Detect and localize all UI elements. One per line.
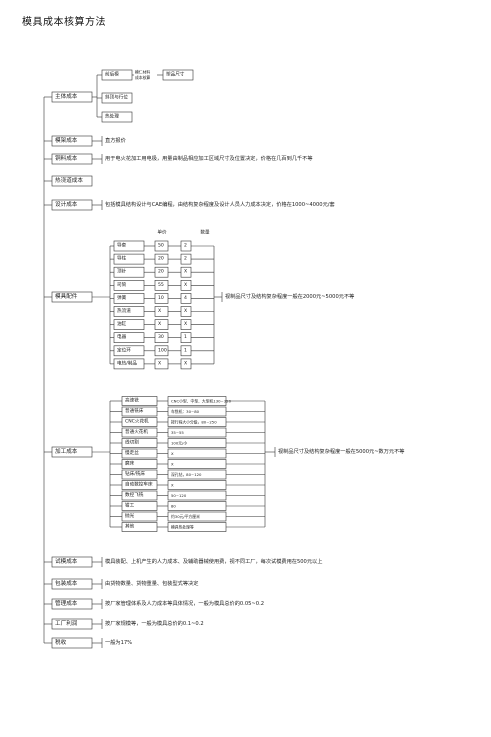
- parts-name-box-label: 顶针: [117, 268, 127, 275]
- category-box-label: 设计成本: [55, 200, 78, 208]
- processing-value-box-label: 约30元/平方厘米: [171, 514, 200, 519]
- category-box-label: 管理成本: [55, 599, 78, 607]
- parts-price-box-label: 55: [158, 282, 164, 288]
- parts-price-box-label: 20: [158, 256, 164, 262]
- category-box-label: 加工成本: [55, 447, 78, 455]
- parts-qty-box-label: 2: [184, 256, 187, 262]
- category-description: 按厂家管理体系及人力成本等具体情况，一般为模具总价的0.05~0.2: [105, 599, 264, 607]
- parts-price-box: [154, 306, 169, 317]
- processing-value-box-label: X: [171, 462, 174, 467]
- parts-price-box-label: X: [158, 360, 161, 366]
- main-body-item-box: [101, 92, 133, 104]
- processing-result-text: 视制品尺寸及结构复杂程度一般在5000元~数万元不等: [278, 447, 405, 455]
- category-box-label: 试模成本: [55, 557, 78, 565]
- category-description: 按厂家规模等，一般为模具总价的0.1~0.2: [105, 619, 204, 627]
- parts-col-header-qty: 数量: [200, 229, 210, 236]
- processing-value-box-label: 100元/小: [171, 441, 187, 446]
- processing-value-box-label: CNC小型、中型、大型机130~320: [171, 399, 232, 404]
- main-body-note-line2: 成本核算: [135, 75, 150, 80]
- main-body-item-box: [101, 111, 133, 123]
- parts-name-box-label: 电热/制品: [117, 359, 137, 366]
- parts-price-box-label: 50: [158, 243, 164, 249]
- category-box: [51, 175, 93, 187]
- processing-name-box-label: CNC火花机: [125, 418, 149, 425]
- parts-qty-box-label: 1: [184, 334, 187, 340]
- processing-value-box-label: 车铣机：30~80: [171, 409, 200, 414]
- category-box-label: 铜料成本: [55, 154, 78, 162]
- parts-price-box-label: 30: [158, 334, 164, 340]
- processing-name-box-label: 钳工: [125, 502, 135, 509]
- parts-name-box-label: 司筒: [117, 281, 127, 288]
- parts-qty-box-label: X: [184, 282, 187, 288]
- parts-qty-box-label: X: [184, 269, 187, 275]
- category-description: 由货物数量、货物重量、包装型式等决定: [105, 579, 198, 587]
- processing-value-box: [167, 448, 227, 459]
- parts-name-box-label: 导柱: [117, 255, 127, 262]
- category-box-label: 热浇道成本: [55, 176, 83, 184]
- processing-value-box-label: 35~55: [171, 430, 184, 435]
- category-box-label: 模架成本: [55, 136, 78, 144]
- parts-price-box-label: 20: [158, 269, 164, 275]
- processing-value-box-label: X: [171, 483, 174, 488]
- parts-name-box-label: 油缸: [117, 320, 127, 327]
- document-title: 模具成本核算方法: [22, 17, 106, 28]
- processing-name-box-label: 普通铣床: [125, 407, 144, 414]
- category-box-label: 包装成本: [55, 579, 78, 587]
- category-description: 一般为17%: [105, 638, 132, 646]
- processing-value-box-label: 按行程大小分级，80~250: [171, 420, 217, 425]
- parts-qty-box-label: X: [184, 321, 187, 327]
- processing-name-box-label: 数控飞铣: [125, 491, 144, 498]
- processing-name-box-label: 高速铣: [125, 397, 139, 404]
- category-box-label: 主体成本: [55, 92, 78, 100]
- category-box-label: 税收: [55, 638, 67, 646]
- parts-price-box: [154, 319, 169, 330]
- category-description: 直方报价: [105, 136, 127, 144]
- category-box-label: 模具配件: [55, 292, 78, 300]
- parts-name-box-label: 热流道: [117, 307, 131, 314]
- processing-name-box-label: 自动数控车床: [125, 481, 153, 488]
- processing-value-box-label: X: [171, 451, 174, 456]
- parts-price-box-label: X: [158, 321, 161, 327]
- main-body-item-box-label: 热处理: [105, 113, 119, 120]
- processing-value-box: [167, 480, 227, 490]
- category-description: 包括模具结构设计与CAE编程，由结构复杂程度及设计人员人力成本决定，价格在100…: [105, 200, 336, 208]
- processing-name-box-label: 慢走丝: [125, 449, 139, 456]
- processing-value-box: [167, 459, 227, 469]
- parts-qty-box-label: 2: [184, 243, 187, 249]
- processing-name-box-label: 线切割: [125, 439, 139, 446]
- parts-name-box-label: 电器: [117, 333, 127, 340]
- main-body-result-box-label: 塑品尺寸: [166, 71, 185, 78]
- parts-qty-box-label: 1: [184, 347, 187, 353]
- processing-name-box-label: 抛光: [125, 512, 135, 519]
- processing-value-box: [167, 501, 227, 511]
- processing-name-box-label: 钻床/铣床: [125, 470, 145, 477]
- parts-price-box: [154, 358, 169, 370]
- main-body-item-box-label: 前后模: [105, 71, 119, 78]
- category-description: 用于电火花加工用电极，用量由制品相应加工区域尺寸及位置决定，价格在几百到几千不等: [105, 154, 313, 162]
- parts-col-header-price: 单价: [157, 229, 167, 236]
- parts-result-text: 视制品尺寸及结构复杂程度一般在2000元~5000元不等: [225, 292, 354, 300]
- processing-value-box-label: 模具热处理等: [171, 525, 194, 530]
- parts-qty-box-label: X: [184, 308, 187, 314]
- processing-name-box-label: 普通火花机: [125, 428, 148, 435]
- parts-name-box-label: 定位环: [117, 346, 131, 353]
- processing-name-box-label: 磨床: [125, 460, 135, 467]
- processing-value-box-label: 50~120: [171, 493, 187, 498]
- parts-price-box-label: 100: [158, 347, 167, 353]
- main-body-item-box-label: 斜顶与行位: [105, 94, 128, 101]
- processing-value-box-label: 80: [171, 504, 176, 509]
- parts-price-box-label: X: [158, 308, 161, 314]
- main-body-note-line1: 模仁材料: [135, 70, 150, 75]
- parts-qty-box-label: 4: [184, 295, 187, 301]
- processing-value-box-label: 深孔钻，80~120: [171, 472, 202, 477]
- processing-name-box-label: 其他: [125, 523, 135, 530]
- parts-name-box-label: 弹簧: [117, 294, 127, 301]
- parts-qty-box-label: X: [184, 360, 187, 366]
- main-body-result-box: [162, 69, 194, 81]
- parts-name-box-label: 导套: [117, 242, 127, 249]
- category-box-label: 工厂利润: [55, 619, 78, 627]
- category-description: 模具装配、上机产生的人力成本、及辅助器械使用费，视不同工厂，每次试模费用在500…: [105, 557, 322, 565]
- parts-price-box-label: 10: [158, 295, 164, 301]
